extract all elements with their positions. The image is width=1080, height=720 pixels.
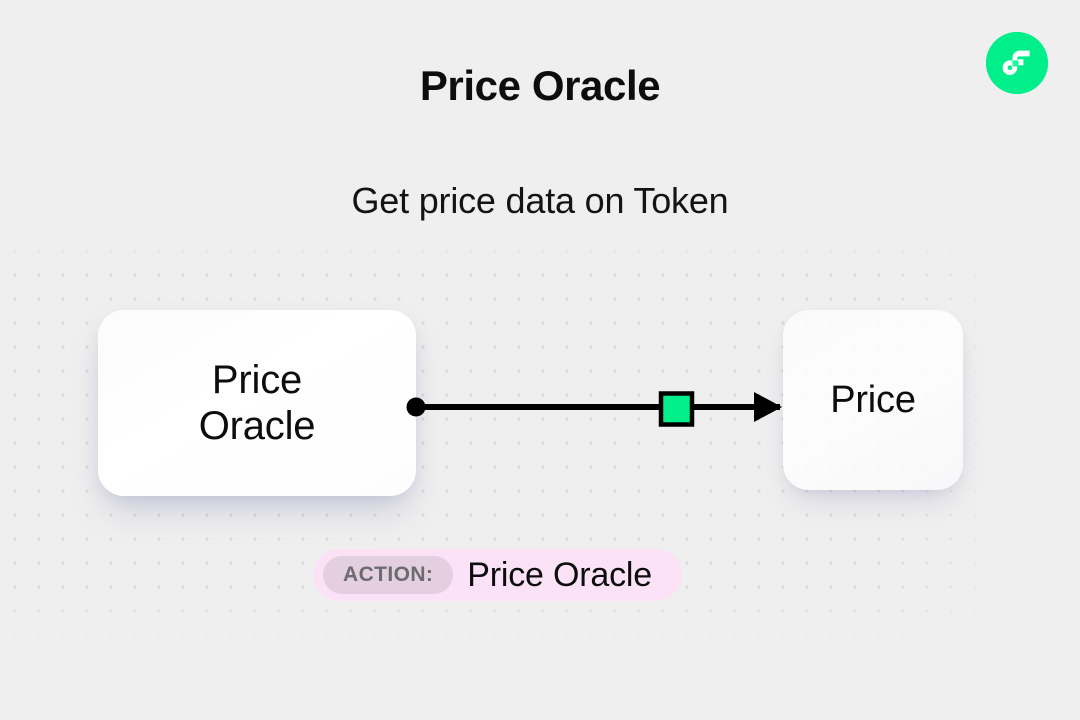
- page-subtitle: Get price data on Token: [351, 180, 729, 221]
- action-badge-tag: ACTION:: [323, 556, 454, 594]
- action-badge-value: Price Oracle: [467, 555, 652, 594]
- action-badge[interactable]: ACTION: Price Oracle: [313, 549, 682, 601]
- page-title: Price Oracle: [419, 62, 661, 109]
- node-price[interactable]: Price: [783, 310, 963, 490]
- edge-marker-square: [658, 391, 695, 427]
- flow-logo: [986, 32, 1048, 94]
- node-price-label: Price: [830, 378, 916, 421]
- edge-price-oracle-to-price: [406, 391, 782, 427]
- node-price-oracle-label: Price Oracle: [198, 357, 316, 448]
- edge-arrowhead: [754, 392, 782, 422]
- node-price-oracle[interactable]: Price Oracle: [98, 310, 416, 496]
